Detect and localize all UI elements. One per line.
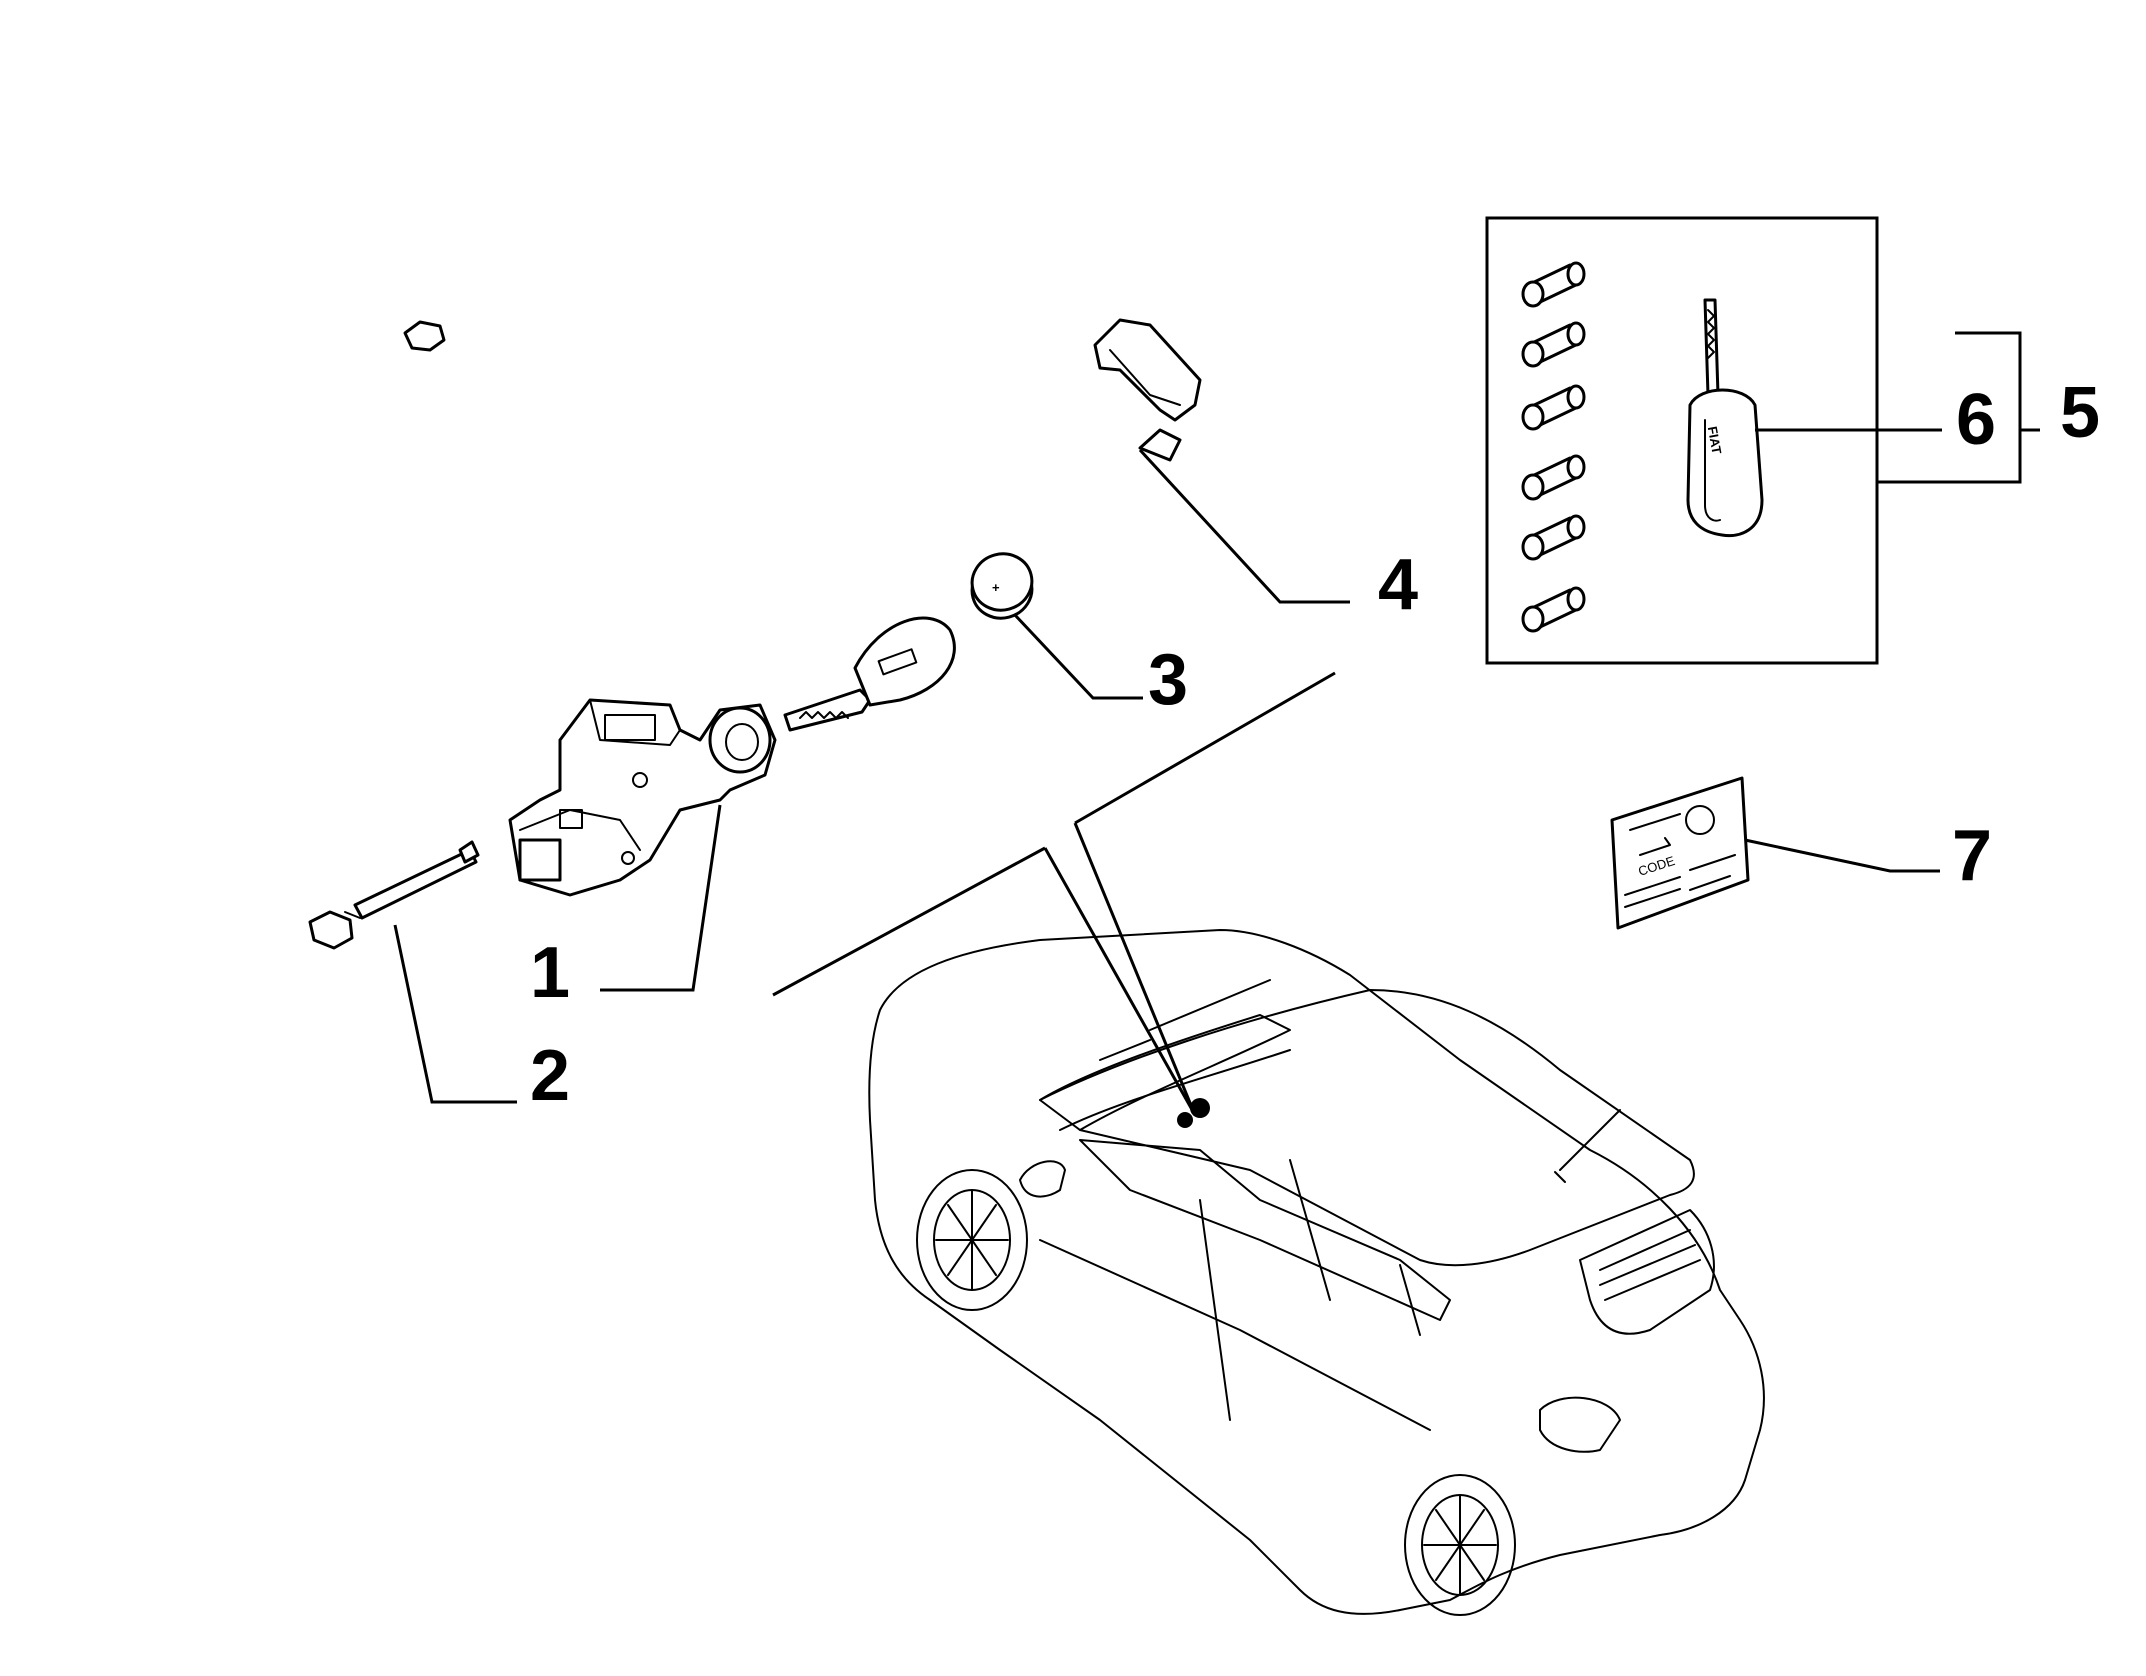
ignition-switch-part[interactable] (508, 698, 777, 897)
key-brand-logo: FIAT (1705, 425, 1725, 455)
callout-5: 5 (2060, 373, 2100, 453)
callout-2: 2 (530, 1036, 570, 1116)
callout-7: 7 (1952, 816, 1992, 896)
ignition-key-part[interactable] (783, 616, 956, 732)
callout-6: 6 (1956, 380, 1996, 460)
callout-1: 1 (530, 933, 570, 1013)
antenna-cable-part[interactable] (403, 318, 1202, 487)
leader-lines (393, 331, 2040, 1116)
lock-cylinders (1521, 261, 1586, 633)
car-illustration (868, 929, 1765, 1616)
lock-kit-box[interactable] (1485, 216, 1879, 665)
remote-key-part[interactable]: FIAT (1686, 298, 1764, 538)
callout-3: 3 (1148, 640, 1188, 720)
code-card-part[interactable]: CODE (1610, 776, 1750, 930)
battery-part[interactable]: + (966, 547, 1038, 625)
callout-labels: 1 2 3 4 5 6 7 (530, 373, 2100, 1116)
svg-text:+: + (992, 580, 1000, 595)
bolt-part[interactable] (308, 840, 480, 950)
callout-4: 4 (1378, 545, 1418, 625)
